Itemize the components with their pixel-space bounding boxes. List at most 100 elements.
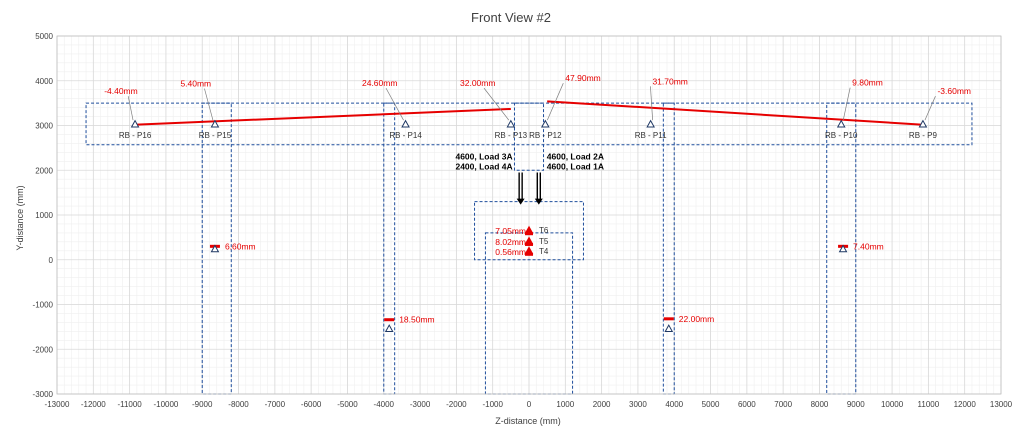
load-label: 4600, Load 3A [455,151,512,161]
y-axis-title: Y-distance (mm) [15,185,25,250]
deck-deflection-label: 24.60mm [362,78,397,88]
bearing-bar [525,242,533,246]
x-tick-label: 5000 [702,400,720,409]
x-tick-label: -6000 [301,400,322,409]
reference-markers [130,119,928,332]
deck-deflection-label: 5.40mm [180,79,211,89]
reference-point-label: RB - P13 [495,131,528,140]
bearing-bar [525,252,533,256]
pier-deflection-label: 22.00mm [679,314,714,324]
reference-point-label: RB - P14 [389,131,422,140]
deck-deflection-label: -4.40mm [104,86,138,96]
leader-line [385,87,404,121]
x-tick-label: 12000 [954,400,977,409]
reference-point-label: RB - P9 [909,131,938,140]
bearing-name-label: T6 [539,226,549,235]
y-tick-label: 1000 [35,211,53,220]
pier-deflection-label: 7.40mm [853,241,884,251]
reference-point-marker [506,119,516,128]
reference-point-marker [836,119,846,128]
deck-deflection-label: 47.90mm [565,73,600,83]
structure-outline [85,102,973,146]
x-tick-label: -1000 [482,400,503,409]
pier-deflection-label: 6.60mm [225,241,256,251]
x-tick-label: -13000 [45,400,70,409]
x-tick-label: 7000 [774,400,792,409]
pier-point-marker [838,244,848,253]
pier-deflection-bar [384,318,395,322]
reference-point-label: RB - P11 [635,131,667,140]
plot-area-border [56,35,1002,395]
x-tick-label: 1000 [556,400,574,409]
y-tick-label: 3000 [35,122,53,131]
grid [56,35,1002,395]
reference-point-marker [401,119,410,128]
deck-deflection-label: -3.60mm [937,86,971,96]
x-tick-label: -11000 [117,400,142,409]
x-tick-label: 10000 [881,400,904,409]
x-tick-label: 3000 [629,400,647,409]
load-arrow-head [534,198,543,205]
y-tick-label: -2000 [33,345,54,354]
bearing-deflection-label: 7.05mm [495,226,526,236]
reference-point-label: RB - P15 [199,131,232,140]
x-tick-label: -2000 [446,400,467,409]
y-tick-label: 2000 [35,166,53,175]
x-tick-label: -3000 [410,400,431,409]
structure-outline [474,201,584,261]
pier-point-marker [664,324,674,332]
load-label: 2400, Load 4A [455,161,512,171]
x-tick-label: -7000 [265,400,286,409]
x-tick-label: 0 [527,400,532,409]
reference-point-marker [130,119,140,128]
leader-line [547,83,564,121]
leader-line [842,87,851,121]
deflection-series [136,100,922,126]
x-tick-label: -12000 [81,400,106,409]
bearing-name-label: T4 [539,247,549,256]
x-tick-label: 6000 [738,400,756,409]
y-tick-label: 0 [49,256,54,265]
deflection-line [547,100,922,126]
reference-point-label: RB - P12 [529,131,562,140]
structure-outline [513,102,545,171]
x-tick-label: 2000 [593,400,611,409]
pier-deflection-label: 18.50mm [399,315,434,325]
x-tick-label: -10000 [153,400,178,409]
leader-line [204,88,214,121]
x-tick-label: 8000 [811,400,829,409]
y-tick-label: -3000 [33,390,54,399]
x-tick-label: -4000 [374,400,395,409]
leader-line [924,96,936,121]
load-arrow-head [516,198,525,205]
reference-point-label: RB - P16 [119,131,152,140]
reference-point-marker [540,119,550,128]
deck-deflection-label: 9.80mm [852,78,883,88]
pier-point-marker [384,324,394,332]
chart-title: Front View #2 [471,10,551,25]
bearing-bar [525,232,533,236]
x-tick-label: -8000 [228,400,249,409]
pier-point-marker [210,244,220,253]
deck-deflection-label: 32.00mm [460,78,495,88]
reference-point-label: RB - P10 [825,131,858,140]
leader-line [483,87,510,121]
reference-point-marker [646,119,655,128]
leader-line [127,96,134,121]
x-tick-label: 11000 [918,400,940,409]
x-tick-label: 9000 [847,400,865,409]
load-label: 4600, Load 2A [547,151,604,161]
x-axis-title: Z-distance (mm) [495,416,561,426]
load-label: 4600, Load 1A [547,161,604,171]
deck-deflection-label: 31.70mm [652,76,687,86]
x-tick-label: 4000 [665,400,683,409]
y-tick-label: 4000 [35,77,53,86]
bearing-deflection-label: 0.56mm [495,247,526,257]
reference-point-marker [210,119,220,128]
y-tick-label: 5000 [35,32,53,41]
bearing-deflection-label: 8.02mm [495,237,526,247]
leader-line [650,86,653,121]
